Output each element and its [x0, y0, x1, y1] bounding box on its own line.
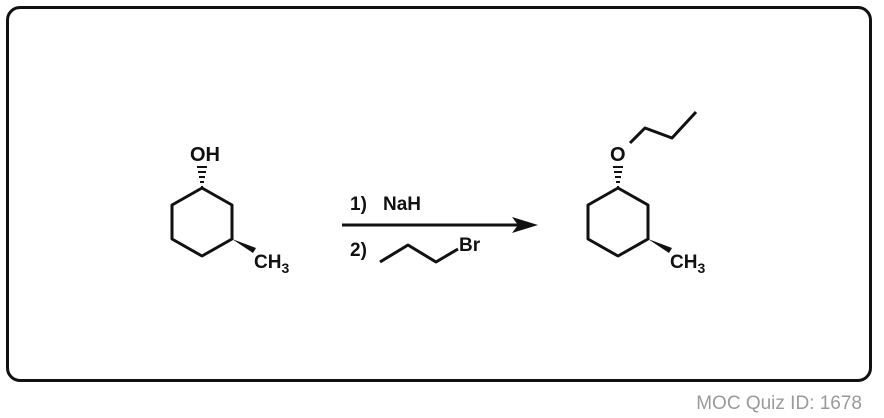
- ether-oxygen-label: O: [610, 144, 626, 166]
- bromine-label: Br: [459, 235, 481, 256]
- product-methyl-label: CH3: [670, 252, 705, 276]
- step1-reagent: NaH: [383, 194, 421, 215]
- reactant-molecule: OH CH3: [170, 144, 289, 276]
- reactant-bold-wedge: [232, 239, 256, 253]
- product-ring: [586, 186, 650, 258]
- step2-number: 2): [350, 240, 367, 261]
- step1-number: 1): [350, 194, 367, 215]
- reaction-arrow-head-icon: [512, 217, 538, 233]
- hydroxyl-label: OH: [190, 144, 220, 166]
- product-hashed-wedge: [613, 166, 623, 188]
- product-molecule: O CH3: [586, 110, 705, 276]
- propyl-bromide-chain: [379, 243, 459, 264]
- reactant-ring: [170, 186, 234, 258]
- product-bold-wedge: [648, 239, 672, 253]
- reactant-methyl-label: CH3: [254, 252, 289, 276]
- quiz-id-caption: MOC Quiz ID: 1678: [696, 393, 862, 414]
- scheme-frame: [6, 6, 872, 382]
- reactant-hashed-wedge: [197, 166, 207, 188]
- reaction-conditions: 1) NaH 2) Br: [342, 194, 538, 264]
- propyl-chain: [628, 110, 698, 145]
